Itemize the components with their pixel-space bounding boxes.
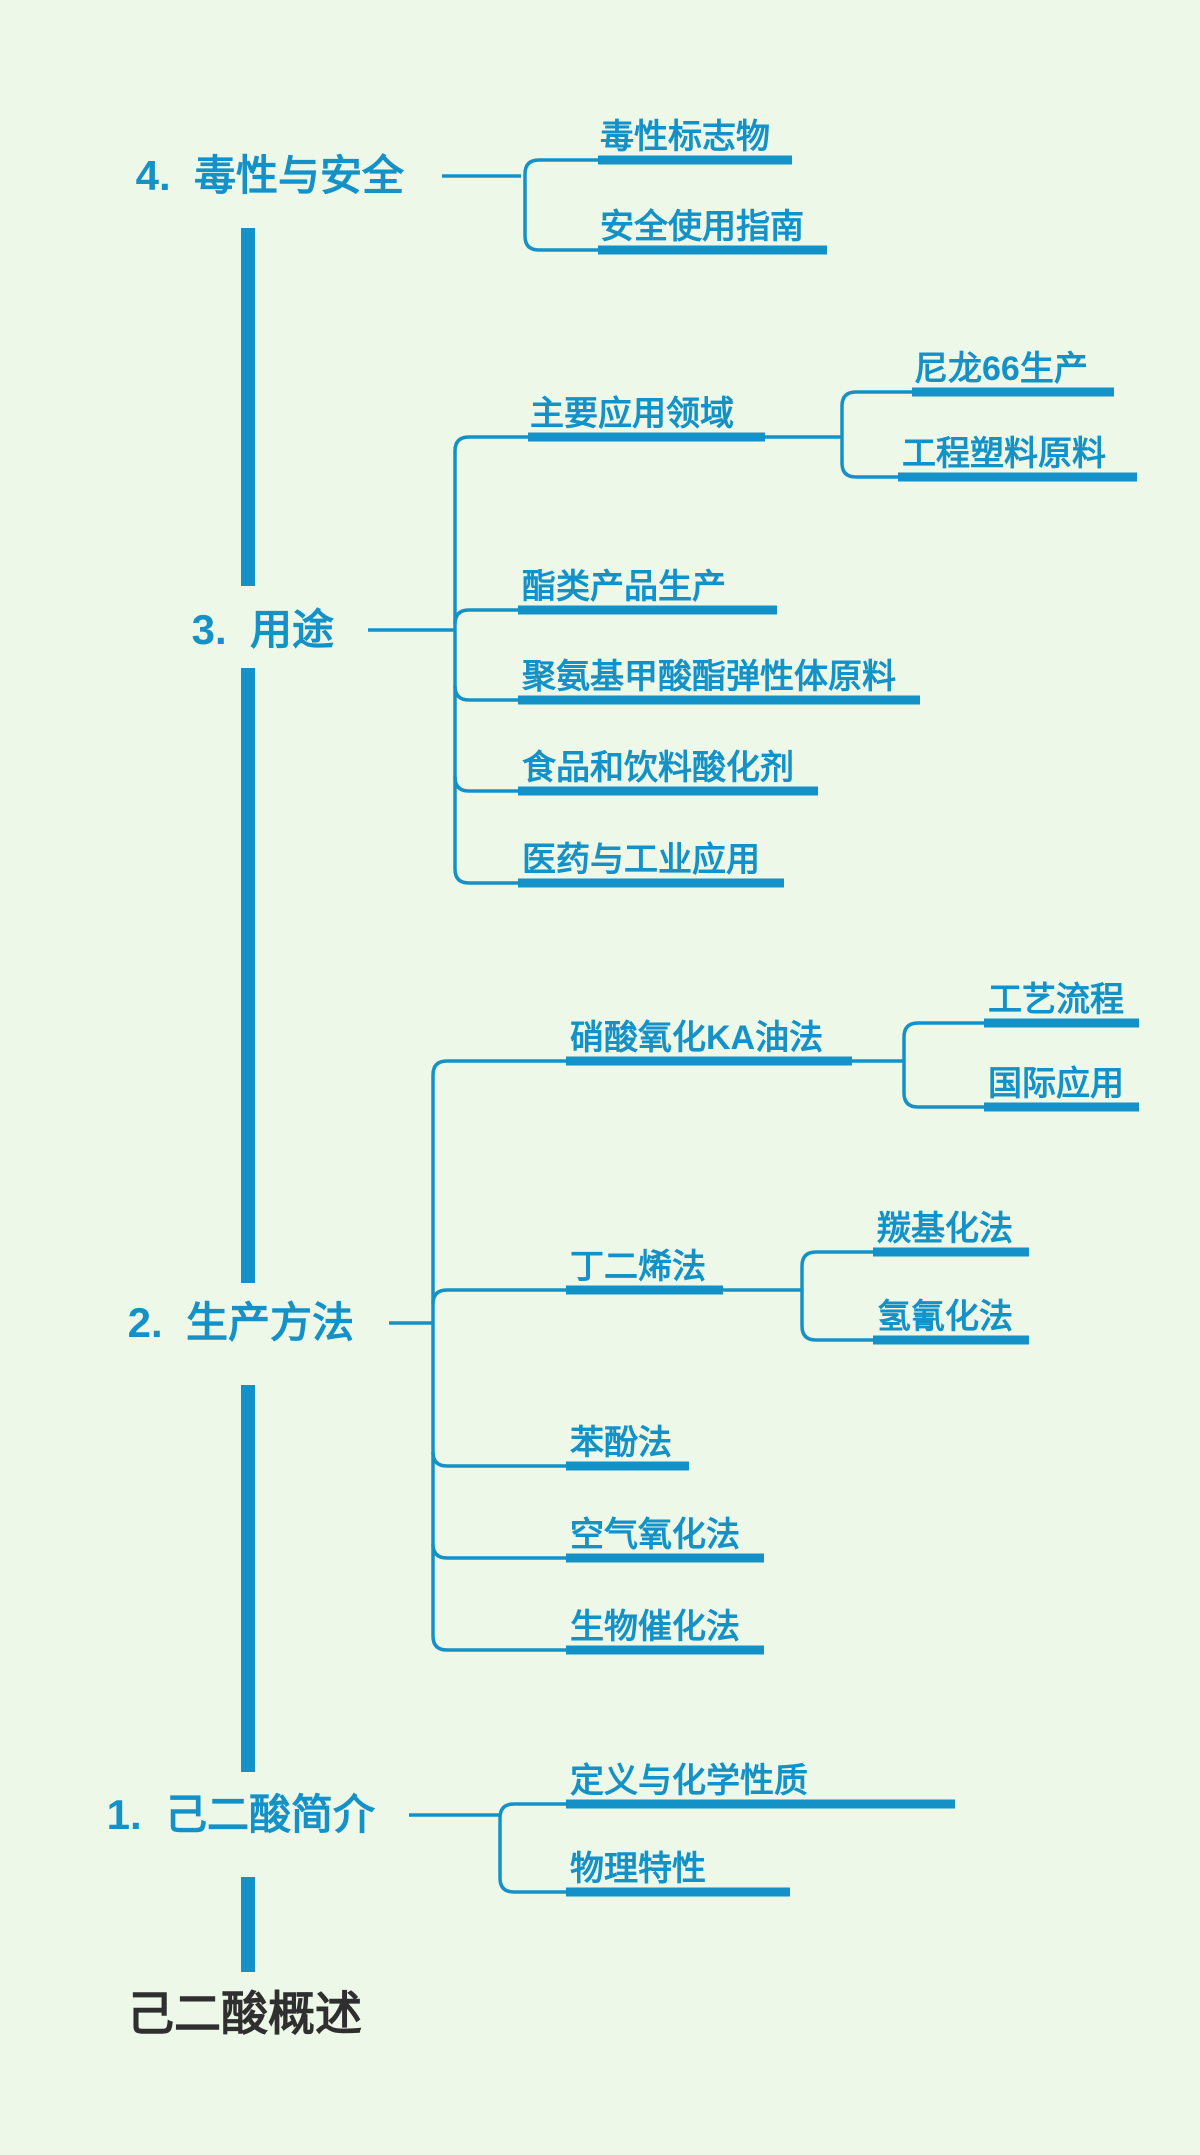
- node-toxicity-safety[interactable]: 4. 毒性与安全: [136, 152, 405, 199]
- node-production-methods[interactable]: 2. 生产方法: [128, 1299, 354, 1346]
- node-polyurethane-elastomer[interactable]: 聚氨基甲酸酯弹性体原料: [521, 658, 896, 696]
- node-international-application[interactable]: 国际应用: [988, 1065, 1124, 1103]
- bracket-elbow: [453, 776, 518, 793]
- node-carbonylation[interactable]: 羰基化法: [877, 1210, 1013, 1248]
- node-food-beverage-acidulant[interactable]: 食品和饮料酸化剂: [522, 748, 794, 787]
- bracket-elbow: [453, 685, 518, 702]
- branch-bracket: [840, 390, 912, 479]
- bracket-elbow: [431, 1451, 566, 1468]
- node-butadiene[interactable]: 丁二烯法: [570, 1248, 706, 1286]
- root-topic[interactable]: 己二酸概述: [127, 1987, 362, 2040]
- bracket-elbow: [453, 608, 518, 625]
- node-biocatalysis[interactable]: 生物催化法: [570, 1608, 740, 1646]
- node-uses[interactable]: 3. 用途: [192, 606, 334, 653]
- subbranch-butadiene: 羰基化法 氢氰化法: [723, 1210, 1029, 1345]
- node-hydrocyanation[interactable]: 氢氰化法: [877, 1297, 1013, 1336]
- branch-bracket: [800, 1250, 873, 1342]
- branch-uses: 3. 用途 主要应用领域 酯类产品生产 聚氨基甲酸酯弹性体原料 食品和饮料酸化剂…: [192, 350, 1137, 888]
- node-ester-products[interactable]: 酯类产品生产: [522, 568, 726, 606]
- branch-bracket: [498, 1802, 566, 1894]
- node-nylon66[interactable]: 尼龙66生产: [914, 350, 1088, 388]
- node-safety-guide[interactable]: 安全使用指南: [600, 207, 804, 246]
- node-nitric-acid-ka-oil[interactable]: 硝酸氧化KA油法: [570, 1019, 823, 1057]
- node-engineering-plastics[interactable]: 工程塑料原料: [902, 435, 1106, 473]
- node-toxicity-markers[interactable]: 毒性标志物: [600, 118, 770, 156]
- branch-bracket: [523, 158, 598, 252]
- bracket-elbow: [431, 1288, 566, 1305]
- branch-intro: 1. 己二酸简介 定义与化学性质 物理特性: [107, 1761, 955, 1897]
- branch-bracket: [431, 1059, 566, 1652]
- node-definition-chemistry[interactable]: 定义与化学性质: [570, 1761, 808, 1800]
- node-process-flow[interactable]: 工艺流程: [988, 981, 1124, 1019]
- branch-bracket: [453, 435, 528, 885]
- subbranch-main-applications: 尼龙66生产 工程塑料原料: [765, 350, 1137, 482]
- bracket-elbow: [431, 1543, 566, 1560]
- node-main-applications[interactable]: 主要应用领域: [530, 395, 734, 433]
- node-air-oxidation[interactable]: 空气氧化法: [570, 1516, 740, 1554]
- node-phenol[interactable]: 苯酚法: [570, 1424, 672, 1462]
- node-physical-properties[interactable]: 物理特性: [570, 1850, 706, 1888]
- node-pharma-industrial[interactable]: 医药与工业应用: [522, 841, 760, 879]
- subbranch-nitric-acid: 工艺流程 国际应用: [852, 981, 1139, 1112]
- branch-bracket: [902, 1021, 984, 1109]
- branch-production-methods: 2. 生产方法 硝酸氧化KA油法 丁二烯法 苯酚法 空气氧化法 生物催化法 工艺…: [128, 981, 1139, 1655]
- branch-toxicity-safety: 4. 毒性与安全 毒性标志物 安全使用指南: [136, 118, 827, 255]
- node-intro[interactable]: 1. 己二酸简介: [107, 1791, 376, 1838]
